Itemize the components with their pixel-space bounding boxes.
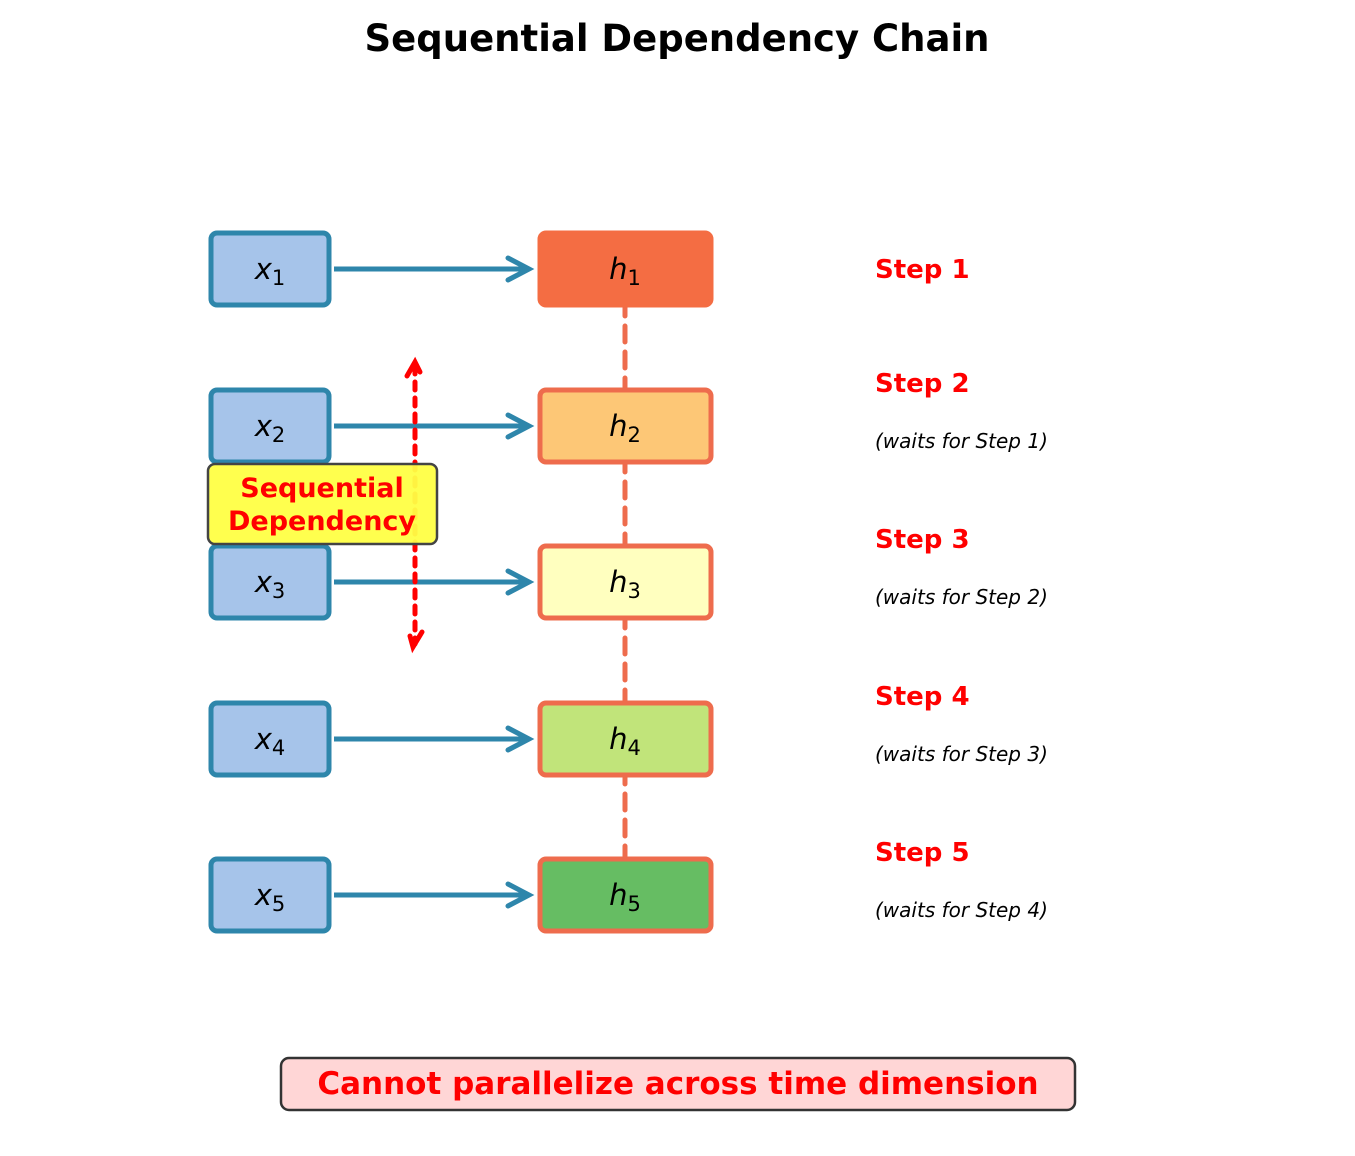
hidden-state-box [537,543,714,621]
input-box [208,543,332,621]
label-line-1: Sequential [240,473,403,504]
row-2: x2 h2 Step 2 (waits for Step 1) [208,369,1048,465]
step-note: (waits for Step 3) [875,742,1048,766]
hidden-label: h2 [609,409,641,447]
step-note: (waits for Step 4) [875,898,1048,922]
input-box [208,856,332,934]
rows: x1 h1 Step 1 x2 h2 Step 2 (waits for Step 1) x3… [208,230,1048,934]
input-box [208,387,332,465]
footer-banner: Cannot parallelize across time dimension [279,1056,1077,1112]
row-1: x1 h1 Step 1 [208,230,970,308]
hidden-label: h5 [609,878,641,916]
sequential-dependency-label: Sequential Dependency [206,462,439,546]
arrow-head-icon [505,881,535,909]
input-label: x5 [254,878,286,916]
step-label: Step 1 [875,255,970,285]
input-label: x1 [254,252,286,290]
arrow-head-icon [505,255,535,283]
hidden-label: h1 [609,252,641,290]
step-label: Step 3 [875,525,970,555]
hidden-label: h4 [609,722,641,760]
hidden-state-box [537,700,714,778]
row-4: x4 h4 Step 4 (waits for Step 3) [208,682,1048,778]
arrow-head-icon [505,725,535,753]
row-5: x5 h5 Step 5 (waits for Step 4) [208,838,1048,934]
input-label: x4 [254,722,286,760]
label-line-2: Dependency [228,506,416,537]
input-label: x2 [254,409,286,447]
step-note: (waits for Step 1) [875,429,1048,453]
step-label: Step 5 [875,838,970,868]
hidden-label: h3 [609,565,641,603]
step-label: Step 4 [875,682,970,712]
input-label: x3 [254,565,286,603]
sequential-dependency-arrow [404,356,425,654]
hidden-state-box [537,856,714,934]
input-box [208,700,332,778]
step-label: Step 2 [875,369,970,399]
input-box [208,230,332,308]
diagram-title: Sequential Dependency Chain [365,17,990,60]
arrow-head-icon [505,568,535,596]
step-note: (waits for Step 2) [875,585,1048,609]
row-3: x3 h3 Step 3 (waits for Step 2) [208,525,1048,621]
arrow-head-icon [505,412,535,440]
footer-text: Cannot parallelize across time dimension [317,1066,1038,1102]
hidden-state-box [537,230,714,308]
hidden-state-box [537,387,714,465]
